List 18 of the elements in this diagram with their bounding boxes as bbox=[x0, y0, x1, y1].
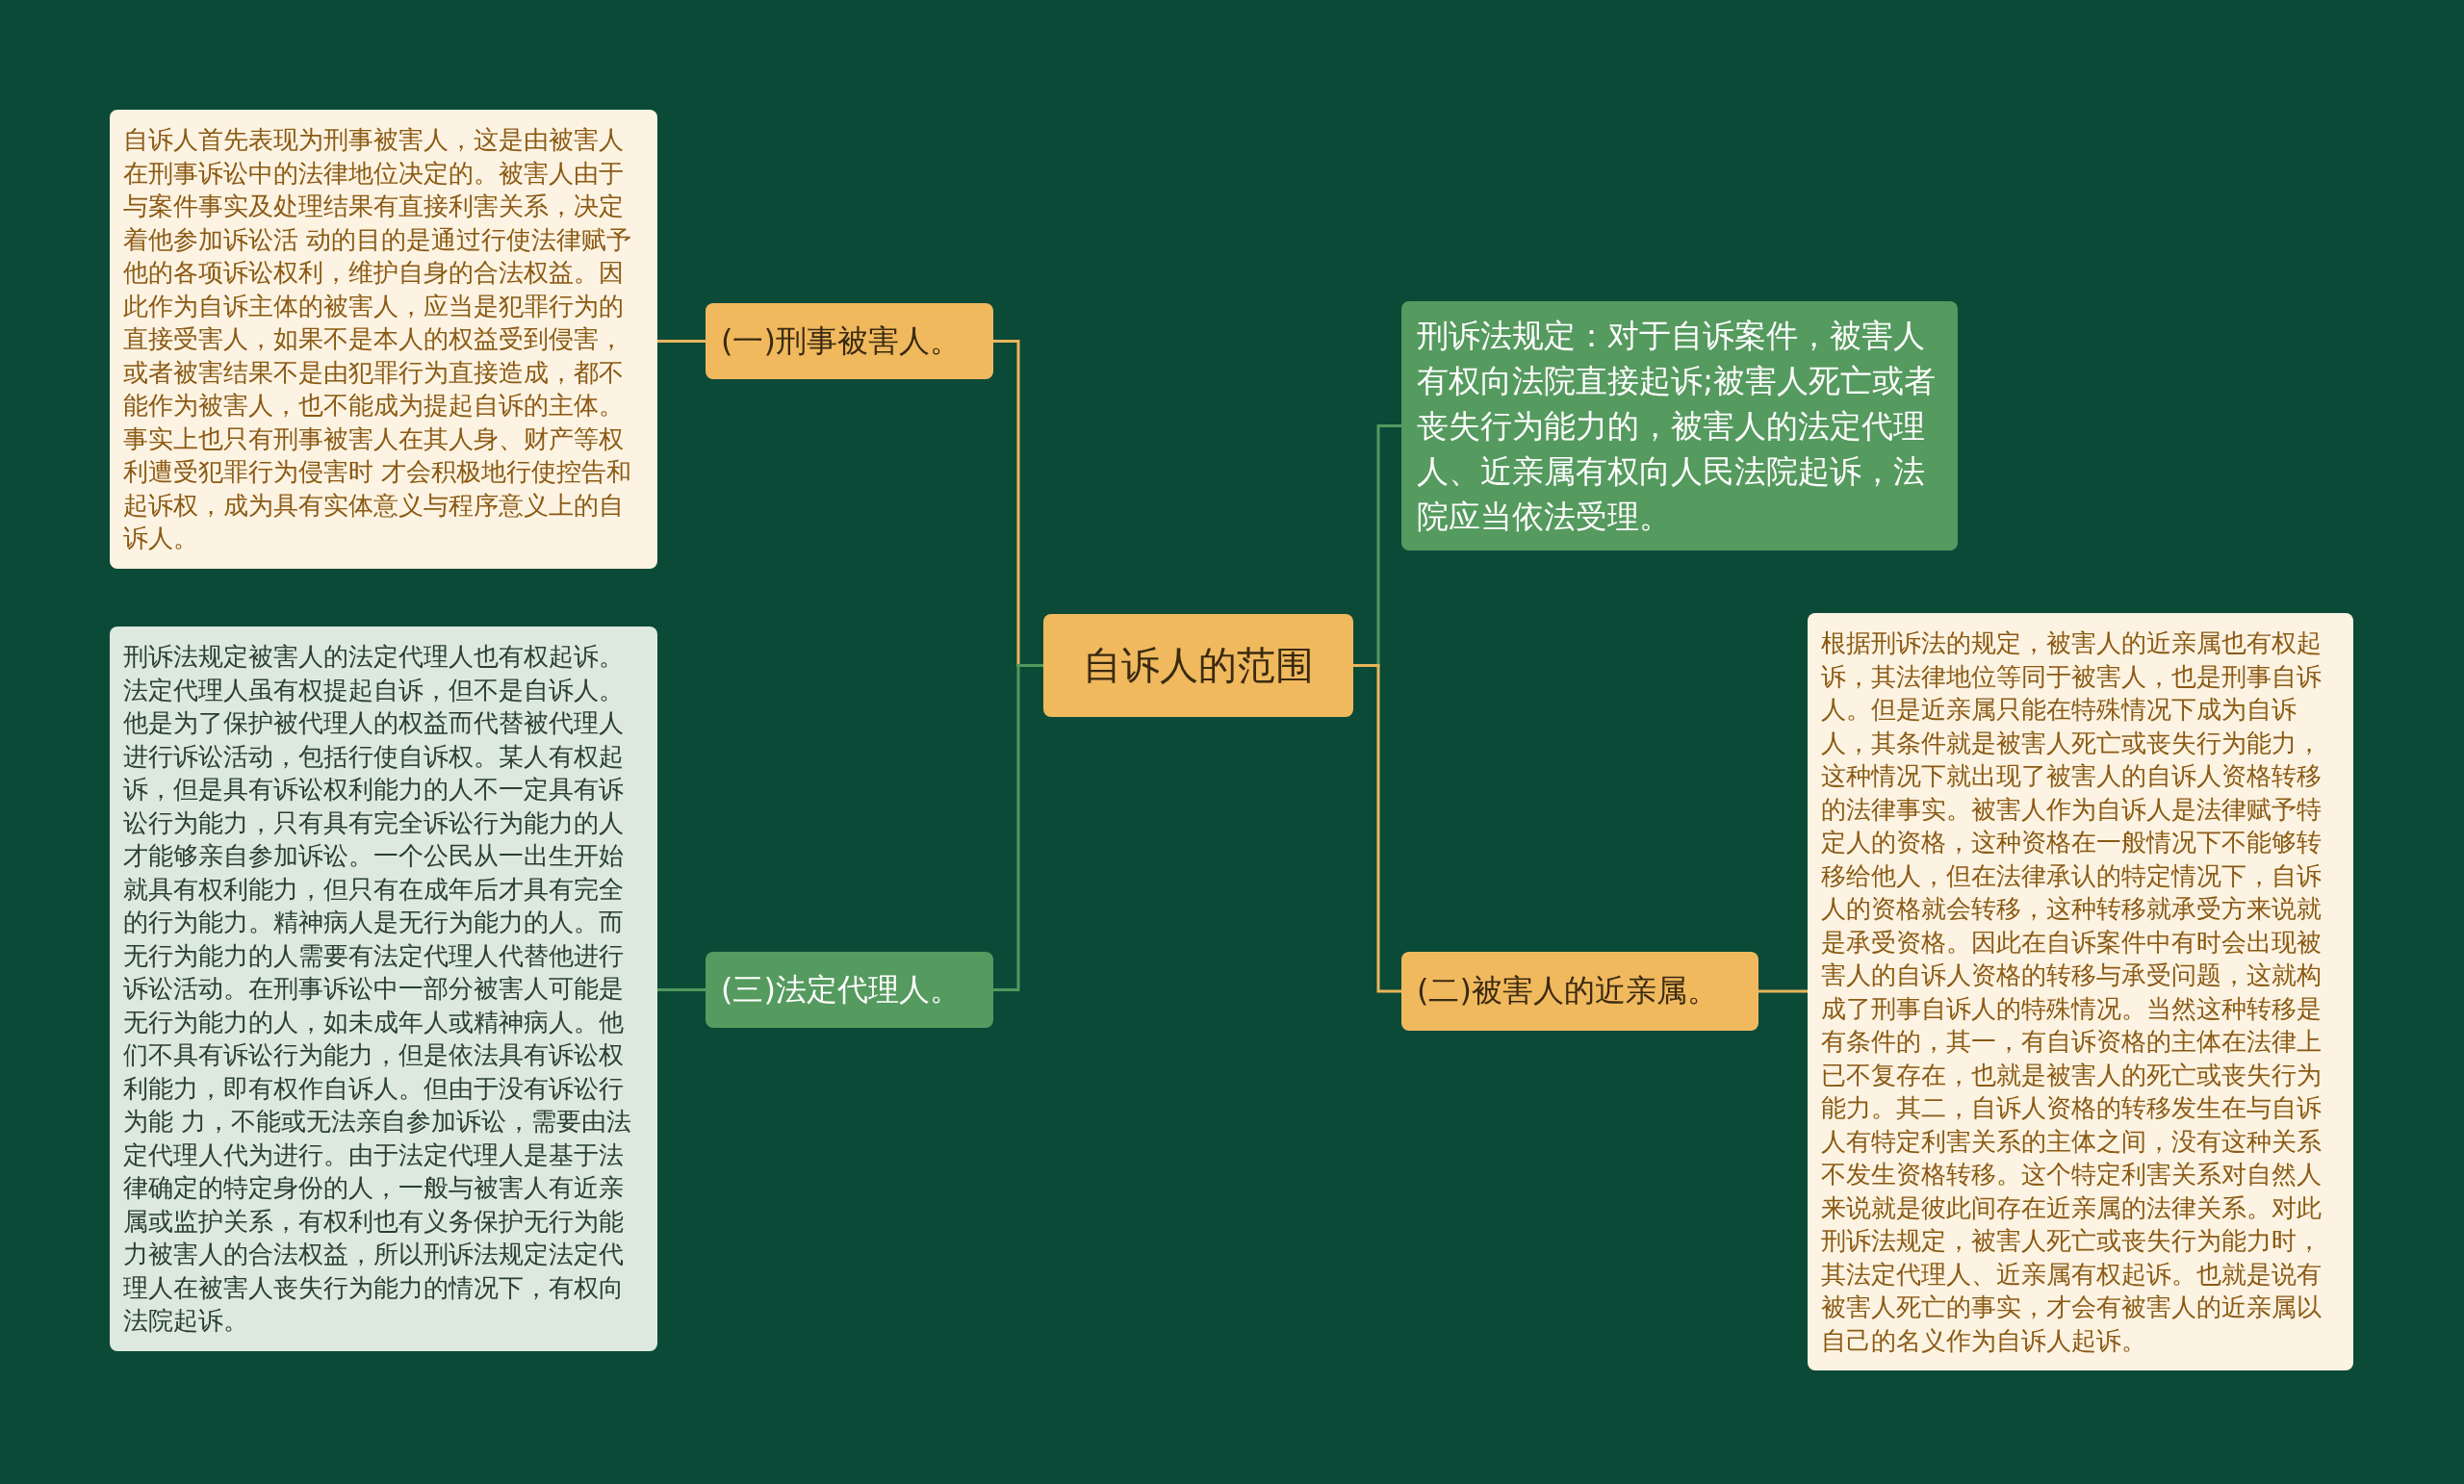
connector-line bbox=[1353, 664, 1401, 993]
note-text: 自诉人首先表现为刑事被害人，这是由被害人在刑事诉讼中的法律地位决定的。被害人由于与案件事实及处理结果有直接利害关系，决定着他参加诉讼活 动的目的是通过行使法律赋予他的各项诉讼权利，维护自身的合法权益。因此作为自诉主体的被害人，应当是犯罪行为的直接受害人，如果不是本人的权益受到侵害，或者被害结果不是由犯罪行为直接造成，都不能作为被害人，也不能成为提起自诉的主体。事实上也只有刑事被害人在其人身、财产等权利遭受犯罪行为侵害时 才会积极地行使控告和起诉权，成为具有实体意义与程序意义上的自诉人。 bbox=[123, 124, 633, 554]
connector-line bbox=[657, 988, 706, 991]
note-text: 根据刑诉法的规定，被害人的近亲属也有权起诉，其法律地位等同于被害人，也是刑事自诉人。但是近亲属只能在特殊情况下成为自诉人，其条件就是被害人死亡或丧失行为能力，这种情况下就出现了被害人的自诉人资格转移的法律事实。被害人作为自诉人是法律赋予特定人的资格，这种资格在一般情况下不能够转移给他人，但在法律承认的特定情况下，自诉人的资格就会转移，这种转移就承受方来说就是承受资格。因此在自诉案件中有时会出现被害人的自诉人资格的转移与承受问题，这就构成了刑事自诉人的特殊情况。当然这种转移是有条件的，其一，有自诉资格的主体在法律上已不复存在，也就是被害人的死亡或丧失行为能力。其二，自诉人资格的转移发生在与自诉人有特定利害关系的主体之间，没有这种关系不发生资格转移。这个特定利害关系对自然人来说就是彼此间存在近亲属的法律关系。对此刑诉法规定，被害人死亡或丧失行为能力时，其法定代理人、近亲属有权起诉。也就是说有被害人死亡的事实，才会有被害人的近亲属以自己的名义作为自诉人起诉。 bbox=[1821, 627, 2323, 1357]
note-text: 刑诉法规定被害人的法定代理人也有权起诉。法定代理人虽有权提起自诉，但不是自诉人。他是为了保护被代理人的权益而代替被代理人进行诉讼活动，包括行使自诉权。某人有权起诉，但是具有诉讼权利能力的人不一定具有诉讼行为能力，只有具有完全诉讼行为能力的人才能够亲自参加诉讼。一个公民从一出生开始就具有权利能力，但只有在成年后才具有完全的行为能力。精神病人是无行为能力的人。而无行为能力的人需要有法定代理人代替他进行诉讼活动。在刑事诉讼中一部分被害人可能是无行为能力的人，如未成年人或精神病人。他们不具有诉讼行为能力，但是依法具有诉讼权利能力，即有权作自诉人。但由于没有诉讼行为能 力，不能或无法亲自参加诉讼，需要由法定代理人代为进行。由于法定代理人是基于法律确定的特定身份的人，一般与被害人有近亲属或监护关系，有权利也有义务保护无行为能力被害人的合法权益，所以刑诉法规定法定代理人在被害人丧失行为能力的情况下，有权向法院起诉。 bbox=[123, 641, 633, 1337]
topic-label: (一)刑事被害人。 bbox=[721, 320, 961, 361]
topic-box bbox=[1401, 301, 1958, 550]
topic-label: (二)被害人的近亲属。 bbox=[1417, 971, 1718, 1011]
topic-box bbox=[706, 303, 993, 379]
central-topic-label: 自诉人的范围 bbox=[1083, 642, 1314, 689]
central-topic-box bbox=[1043, 614, 1353, 717]
topic-label: 刑诉法规定：对于自诉案件，被害人有权向法院直接起诉;被害人死亡或者丧失行为能力的，被害人的法定代理人、近亲属有权向人民法院起诉，法院应当依法受理。 bbox=[1417, 316, 1938, 537]
connector-line bbox=[1758, 989, 1808, 993]
connector-line bbox=[657, 340, 706, 343]
topic-label: (三)法定代理人。 bbox=[721, 969, 961, 1010]
topic-box bbox=[706, 952, 993, 1028]
topic-box bbox=[1401, 952, 1758, 1031]
connector-line bbox=[993, 664, 1043, 991]
